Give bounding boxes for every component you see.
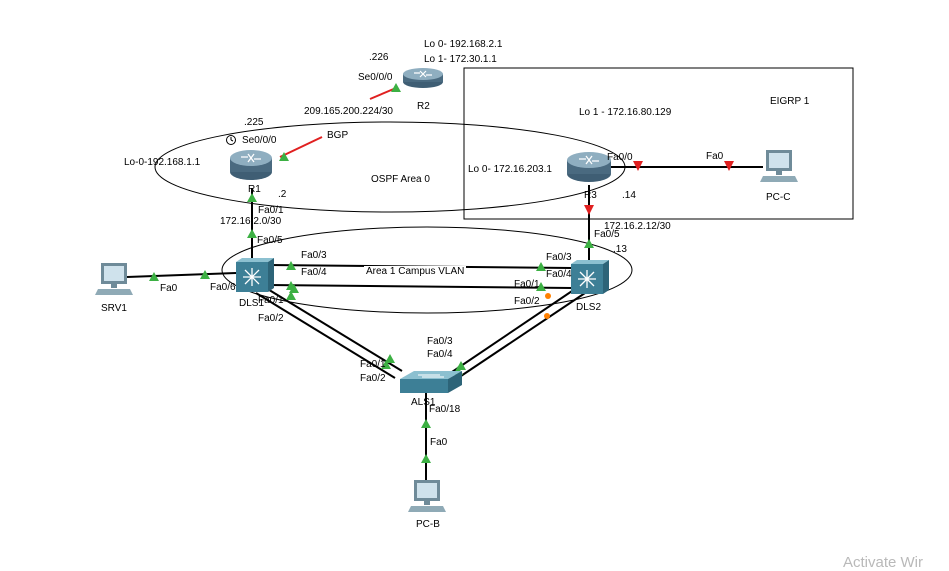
dls1-fa5-label: Fa0/5 (257, 235, 283, 246)
switch-dls1-icon[interactable] (236, 258, 274, 292)
ospf-area-label: OSPF Area 0 (371, 174, 430, 185)
dls2-fa5-label: Fa0/5 (592, 229, 622, 241)
dls2-fa4-label: Fa0/4 (546, 269, 572, 280)
status-down-marker (633, 161, 643, 171)
r1-up-ip-label: .2 (278, 189, 287, 200)
link-dls2-als1-fa4[interactable] (457, 292, 586, 379)
als1-fa18-label: Fa0/18 (429, 404, 461, 415)
pcc-port-label: Fa0 (706, 151, 724, 162)
dls2-fa1-label: Fa0/1 (514, 279, 540, 290)
status-up-marker (247, 193, 257, 202)
dls2-name-label: DLS2 (576, 302, 602, 313)
status-down-marker (724, 161, 734, 171)
r2-serial-port-label: Se0/0/0 (358, 72, 393, 83)
status-blocked-marker (545, 293, 551, 299)
link-r1-bgp-serial[interactable] (279, 136, 323, 158)
status-up-marker (421, 419, 431, 428)
pcb-port-label: Fa0 (430, 437, 448, 448)
link-dls1-als1-fa2[interactable] (255, 292, 396, 379)
switch-dls2-icon[interactable] (571, 260, 609, 294)
status-blocked-marker (544, 313, 550, 319)
status-up-marker (149, 272, 159, 281)
status-up-marker (421, 454, 431, 463)
status-up-marker (247, 229, 257, 238)
status-up-marker (279, 152, 289, 161)
als1-fa3-label: Fa0/3 (427, 336, 453, 347)
switch-als1-icon[interactable] (400, 371, 462, 393)
pcb-name-label: PC-B (416, 519, 440, 530)
campus-vlan-label: Area 1 Campus VLAN (364, 266, 467, 278)
r3-dls2-network-label: 172.16.2.12/30 (604, 221, 671, 232)
r3-fa-port-label: Fa0/0 (607, 152, 633, 163)
r3-lo0-label: Lo 0- 172.16.203.1 (468, 164, 552, 175)
link-dls2-als1-fa3[interactable] (451, 286, 579, 373)
link-dls1-dls2-fa4[interactable] (267, 284, 573, 289)
dls1-fa4-label: Fa0/4 (301, 267, 327, 278)
r2-serial-ip-label: .226 (369, 52, 389, 63)
srv1-port-label: Fa0 (160, 283, 178, 294)
status-up-marker (391, 83, 401, 92)
server-srv1-icon[interactable] (95, 263, 133, 295)
campus-area-ellipse (221, 226, 633, 314)
clock-icon (226, 135, 236, 145)
status-down-marker (584, 205, 594, 215)
r1-dls1-network-label: 172.16.2.0/30 (220, 216, 282, 227)
r2-lo0-label: Lo 0- 192.168.2.1 (424, 39, 503, 50)
ospf-area-ellipse (154, 121, 626, 213)
activation-watermark: Activate Wir (843, 554, 924, 571)
router-r3-icon[interactable] (567, 152, 611, 182)
status-up-marker (536, 282, 546, 291)
r3-down-ip-label: .14 (622, 190, 636, 201)
pcc-name-label: PC-C (766, 192, 791, 203)
als1-fa4-label: Fa0/4 (427, 349, 453, 360)
r3-lo1-label: Lo 1 - 172.16.80.129 (579, 107, 672, 118)
dls1-fa1-label: Fa0/1 (258, 295, 284, 306)
eigrp-label: EIGRP 1 (770, 96, 810, 107)
r2-lo1-label: Lo 1- 172.30.1.1 (424, 54, 497, 65)
r1-serial-port-label: Se0/0/0 (242, 135, 277, 146)
eigrp-area-box (463, 67, 854, 220)
router-r1-icon[interactable] (230, 150, 272, 180)
dls2-fa2-label: Fa0/2 (514, 296, 540, 307)
r1-serial-ip-label: .225 (244, 117, 264, 128)
link-status-markers (149, 83, 734, 463)
status-up-marker (200, 270, 210, 279)
status-up-marker (536, 262, 546, 271)
status-up-marker (286, 291, 296, 300)
dls1-fa6-label: Fa0/6 (210, 282, 236, 293)
wan-network-label: 209.165.200.224/30 (302, 106, 395, 118)
srv1-name-label: SRV1 (101, 303, 127, 314)
link-srv1-dls1[interactable] (126, 272, 237, 278)
status-up-marker (385, 354, 395, 363)
dls1-name-label: DLS1 (239, 298, 265, 309)
r1-fa-port-label: Fa0/1 (258, 205, 284, 216)
r1-lo0-label: Lo-0-192.168.1.1 (124, 157, 201, 168)
als1-name-label: ALS1 (411, 397, 436, 408)
router-r2-icon[interactable] (403, 68, 443, 88)
status-up-marker (381, 360, 391, 369)
pc-b-icon[interactable] (408, 480, 446, 512)
status-up-marker (286, 261, 296, 270)
pc-c-icon[interactable] (760, 150, 798, 182)
dls1-fa3-label: Fa0/3 (301, 250, 327, 261)
r1-name-label: R1 (248, 184, 261, 195)
dls2-ip-label: .13 (613, 244, 627, 255)
link-r2-r1-serial[interactable] (369, 87, 397, 100)
als1-fa2-label: Fa0/2 (360, 373, 386, 384)
status-up-marker (584, 239, 594, 248)
dls1-fa2-label: Fa0/2 (258, 313, 284, 324)
dls2-fa3-label: Fa0/3 (546, 252, 572, 263)
link-dls1-als1-fa1[interactable] (265, 287, 403, 372)
status-up-marker (289, 284, 299, 293)
bgp-label: BGP (327, 130, 349, 141)
r2-name-label: R2 (417, 101, 430, 112)
als1-fa1-label: Fa0/1 (360, 359, 386, 370)
r3-name-label: R3 (584, 190, 597, 201)
